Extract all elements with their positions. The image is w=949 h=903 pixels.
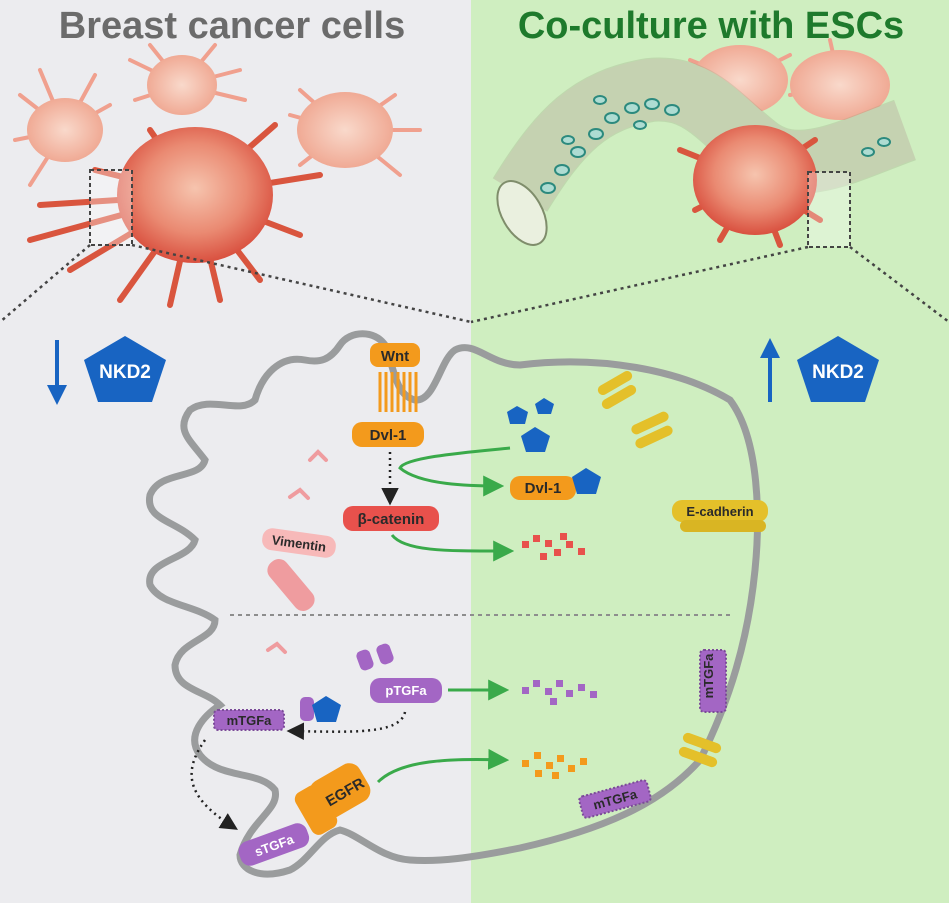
dvl1-nkd2-complex: Dvl-1 <box>510 468 601 500</box>
blood-vessel <box>492 57 917 246</box>
mtgfa-to-stgfa-arrow <box>190 739 238 830</box>
nkd2-down-indicator: NKD2 <box>47 336 166 405</box>
beta-catenin: β-catenin <box>343 506 439 531</box>
pale-cancer-cell-top <box>128 43 247 115</box>
egfr-receptor: EGFR <box>294 763 371 835</box>
ptgfa-fragments <box>522 680 597 705</box>
zoom-box-left <box>89 169 133 246</box>
left-panel-title: Breast cancer cells <box>59 5 405 47</box>
nkd2-pentagon-left <box>84 336 166 402</box>
zoom-connector-lines <box>0 243 949 324</box>
dvl1-released-label: Dvl-1 <box>525 480 562 497</box>
pale-cell-co-culture-2 <box>788 38 892 120</box>
nkd2-pentagon-right <box>797 336 879 402</box>
right-panel-title: Co-culture with ESCs <box>518 5 904 47</box>
wnt-ligand: Wnt <box>370 343 420 367</box>
egfr-degradation-arrow <box>376 748 510 784</box>
main-cancer-cell-left <box>27 122 323 308</box>
dvl1-bound-label: Dvl-1 <box>370 427 407 444</box>
egfr-fragments <box>522 752 587 779</box>
ptgfa: pTGFa <box>370 678 442 703</box>
main-cancer-cell-co-culture <box>677 125 823 248</box>
wnt-label: Wnt <box>381 348 409 365</box>
dvl1-release-arrow <box>398 446 511 497</box>
cell-membrane <box>146 330 761 878</box>
nkd2-label-left: NKD2 <box>99 362 151 383</box>
mtgfa-membrane-vertical: mTGFa <box>699 649 727 713</box>
tgfa-nkd2-complex <box>300 696 341 722</box>
vimentin: Vimentin <box>262 528 336 611</box>
zoom-box-right <box>807 171 851 248</box>
catenin-fragments <box>522 533 585 560</box>
e-cadherin: E-cadherin <box>672 500 768 532</box>
ptgfa-label: pTGFa <box>385 683 427 698</box>
dvl1-bound: Dvl-1 <box>352 422 424 447</box>
e-cadherin-pairs <box>597 371 722 768</box>
mtgfa-vertical-label: mTGFa <box>701 653 716 699</box>
catenin-degradation-arrow <box>390 533 515 562</box>
mtgfa-cytoplasmic: mTGFa <box>213 709 285 731</box>
nkd2-bound-pentagon <box>572 468 601 494</box>
pale-cancer-cell-left <box>13 68 112 187</box>
pale-cancer-cell-right <box>288 88 422 177</box>
vimentin-fragments <box>266 449 328 654</box>
nkd2-label-right: NKD2 <box>812 362 864 383</box>
ptgfa-to-mtgfa-arrow <box>286 711 407 740</box>
beta-catenin-label: β-catenin <box>358 511 425 528</box>
nkd2-free-proteins <box>507 398 554 452</box>
frizzled-receptor <box>378 372 418 412</box>
e-cadherin-label: E-cadherin <box>686 504 753 519</box>
mtgfa-left-label: mTGFa <box>227 713 273 728</box>
ptgfa-pieces <box>356 643 394 671</box>
nkd2-up-indicator: NKD2 <box>760 336 879 402</box>
